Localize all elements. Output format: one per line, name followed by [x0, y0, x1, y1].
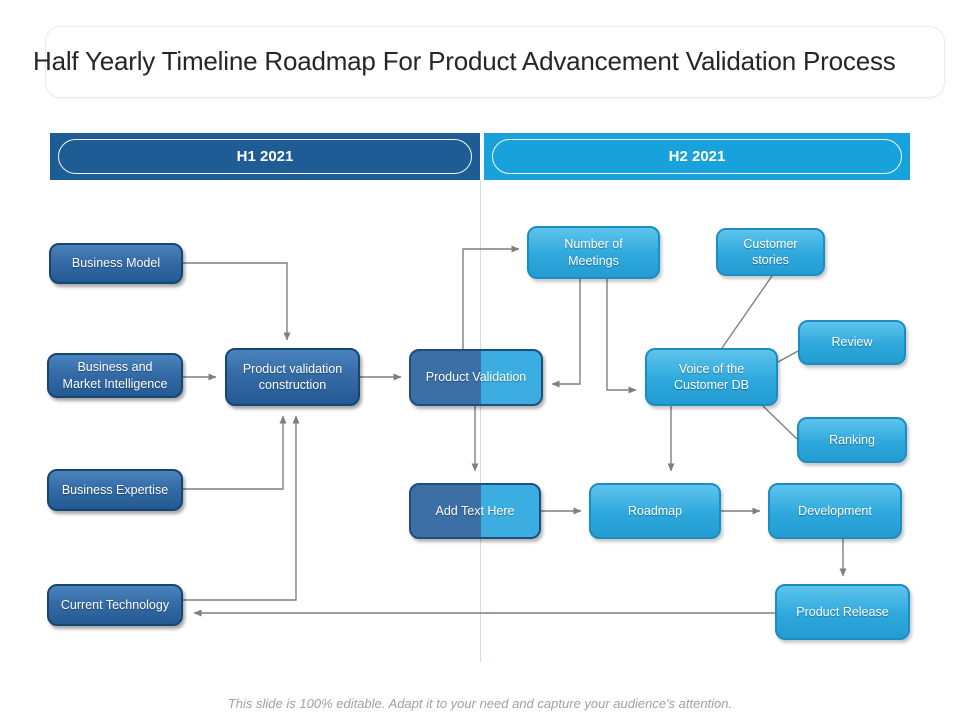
node-business-expertise[interactable]: Business Expertise: [47, 469, 183, 511]
h1-period-bar: H1 2021: [50, 133, 480, 180]
node-label: Business and Market Intelligence: [62, 360, 168, 391]
node-voice-of-customer-db[interactable]: Voice of the Customer DB: [645, 348, 778, 406]
node-business-market-intelligence[interactable]: Business and Market Intelligence: [47, 353, 183, 398]
node-label: Voice of the Customer DB: [673, 361, 750, 392]
node-label: Ranking: [829, 432, 875, 447]
node-add-text-here[interactable]: Add Text Here: [409, 483, 541, 539]
node-label: Review: [831, 335, 873, 350]
node-label: Product Release: [796, 604, 889, 619]
node-review[interactable]: Review: [798, 320, 906, 365]
node-business-model[interactable]: Business Model: [49, 243, 183, 284]
node-development[interactable]: Development: [768, 483, 902, 539]
node-number-of-meetings[interactable]: Number of Meetings: [527, 226, 660, 279]
node-label: Development: [798, 503, 872, 518]
connector-voc-to-review: [777, 350, 799, 363]
node-roadmap[interactable]: Roadmap: [589, 483, 721, 539]
node-label: Number of Meetings: [564, 237, 623, 268]
connector-current-tech-to-construction: [183, 415, 300, 601]
node-product-release[interactable]: Product Release: [775, 584, 910, 640]
node-product-validation[interactable]: Product Validation: [409, 349, 543, 406]
node-label: Roadmap: [627, 503, 683, 518]
footer-note: This slide is 100% editable. Adapt it to…: [227, 696, 733, 711]
h2-period-bar: H2 2021: [484, 133, 910, 180]
node-label: Product validation construction: [242, 361, 343, 392]
node-label: Business Model: [71, 256, 161, 271]
node-label: Add Text Here: [435, 503, 515, 518]
connector-product-validation-to-meetings: [462, 245, 520, 349]
connector-voc-to-ranking: [762, 405, 798, 440]
h2-period-pill[interactable]: H2 2021: [492, 139, 902, 174]
node-label: Product Validation: [425, 370, 527, 385]
half-year-divider-line: [480, 180, 481, 662]
connector-expertise-to-construction: [183, 415, 287, 490]
node-label: Current Technology: [60, 597, 170, 612]
node-label: Business Expertise: [61, 482, 169, 497]
node-label: Customer stories: [743, 236, 798, 267]
h1-period-pill[interactable]: H1 2021: [58, 139, 472, 174]
connector-customer-stories-to-voc: [721, 275, 773, 349]
node-ranking[interactable]: Ranking: [797, 417, 907, 463]
slide-title: Half Yearly Timeline Roadmap For Product…: [33, 46, 896, 76]
connector-meetings-to-product-validation: [551, 279, 581, 388]
node-customer-stories[interactable]: Customer stories: [716, 228, 825, 276]
node-current-technology[interactable]: Current Technology: [47, 584, 183, 626]
connector-meetings-to-voc: [606, 279, 637, 394]
title-card: [45, 26, 945, 98]
connector-business-model-to-construction: [182, 262, 291, 341]
node-product-validation-construction[interactable]: Product validation construction: [225, 348, 360, 406]
